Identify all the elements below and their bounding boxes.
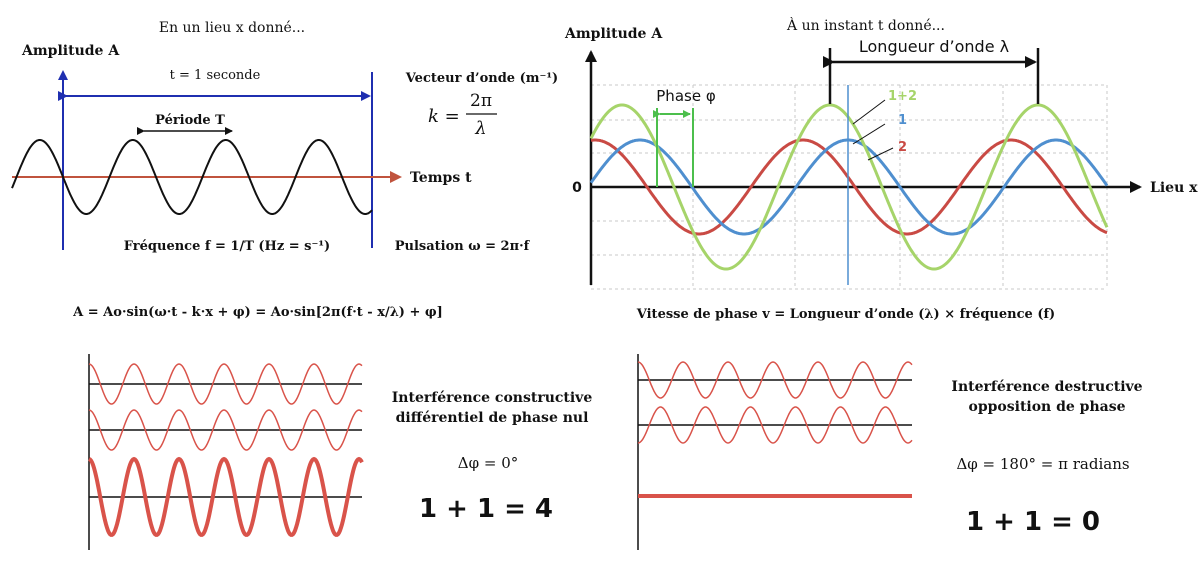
phase-velocity-label: Vitesse de phase v = Longueur d’onde (λ)… [636, 307, 1055, 322]
time-domain-header: En un lieu x donné... [159, 20, 305, 36]
period-label: Période T [155, 113, 225, 128]
k-formula-lhs: k = [428, 106, 460, 127]
legend-sum-label: 1+2 [888, 89, 917, 104]
frequency-label: Fréquence f = 1/T (Hz = s⁻¹) [124, 239, 330, 254]
k-formula-numerator: 2π [470, 91, 492, 111]
phase-label: Phase φ [656, 87, 716, 105]
destructive-wave-2 [637, 406, 913, 444]
wave-sum [589, 103, 1109, 271]
wave-equation: A = Ao·sin(ω·t - k·x + φ) = Ao·sin[2π(f·… [72, 305, 443, 320]
constructive-wave-1 [88, 363, 363, 405]
position-axis-label: Lieu x [1150, 180, 1198, 196]
wave-vector-label: Vecteur d’onde (m⁻¹) [405, 71, 558, 86]
amplitude-axis-label-right: Amplitude A [564, 26, 663, 42]
destructive-subtitle: opposition de phase [968, 399, 1125, 415]
wavelength-label: Longueur d’onde λ [859, 37, 1009, 56]
time-domain-panel: En un lieu x donné... Amplitude A t = 1 … [11, 20, 558, 254]
constructive-title: Interférence constructive [392, 390, 593, 406]
constructive-equation: 1 + 1 = 4 [419, 494, 553, 524]
time-axis-label: Temps t [410, 170, 472, 186]
legend-wave1-label: 1 [898, 113, 907, 128]
space-domain-header: À un instant t donné... [786, 16, 945, 34]
constructive-wave-2 [88, 409, 363, 451]
wave-vector-formula: k = 2π λ [428, 91, 497, 139]
destructive-phase-difference: Δφ = 180° = π radians [956, 455, 1129, 473]
legend-leader-1 [852, 123, 886, 145]
wave-1 [589, 138, 1109, 236]
time-domain-wave [11, 139, 373, 215]
constructive-wave-sum [88, 456, 364, 537]
pulsation-label: Pulsation ω = 2π·f [395, 239, 531, 254]
wave-2 [590, 138, 1108, 236]
destructive-title: Interférence destructive [951, 379, 1142, 395]
legend-leader-2 [867, 147, 894, 161]
space-domain-panel: À un instant t donné... Amplitude A 0 Li… [564, 16, 1198, 322]
constructive-subtitle: différentiel de phase nul [396, 410, 589, 426]
constructive-interference-panel: Interférence constructive différentiel d… [88, 354, 593, 550]
destructive-interference-panel: Interférence destructive opposition de p… [637, 354, 1143, 550]
origin-label: 0 [572, 180, 582, 196]
constructive-phase-difference: Δφ = 0° [458, 454, 518, 472]
destructive-equation: 1 + 1 = 0 [966, 507, 1100, 537]
one-second-label: t = 1 seconde [170, 68, 261, 83]
k-formula-denominator: λ [474, 118, 486, 139]
amplitude-axis-label: Amplitude A [21, 43, 120, 59]
legend-leader-sum [852, 99, 886, 125]
legend-wave2-label: 2 [898, 140, 907, 155]
destructive-wave-1 [637, 361, 913, 399]
